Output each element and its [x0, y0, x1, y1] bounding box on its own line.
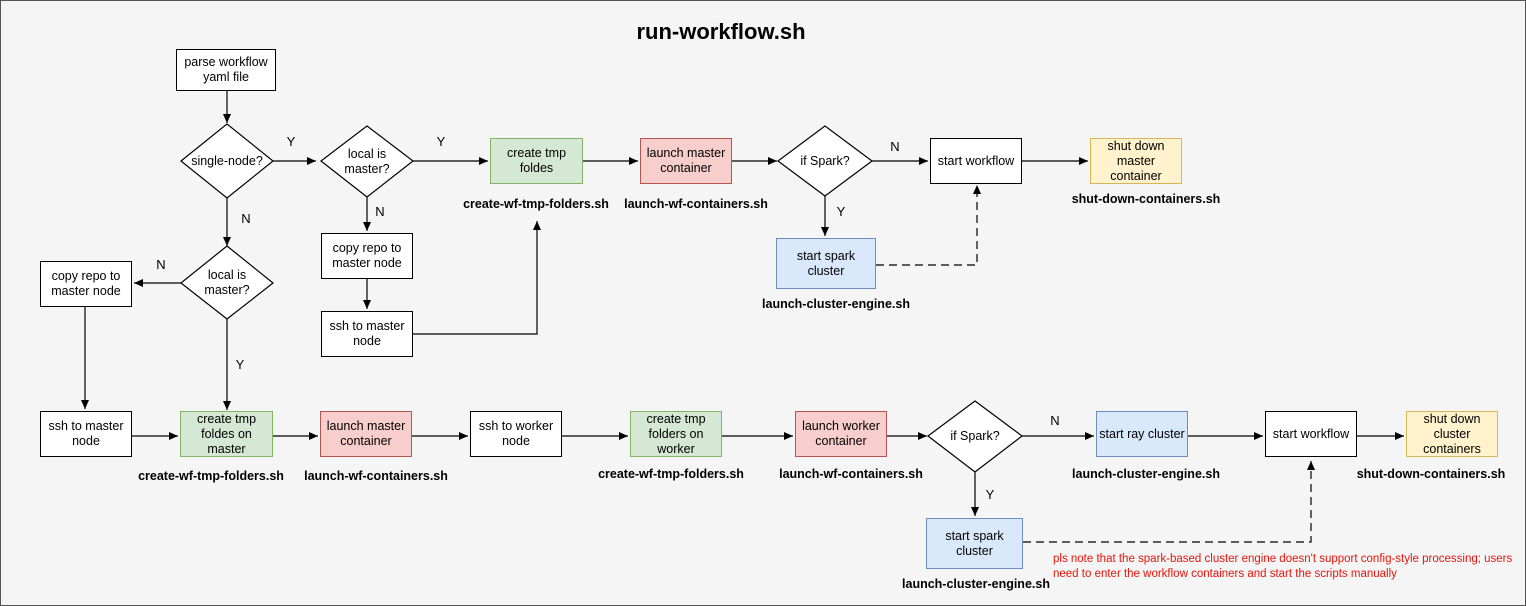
- edge-label-spark-top-y: Y: [836, 204, 846, 219]
- decision-single-node: [180, 123, 274, 199]
- caption-launch-worker: launch-wf-containers.sh: [779, 467, 923, 481]
- edge-label-local-left-n: N: [156, 257, 166, 272]
- if-spark-top-label: if Spark?: [800, 153, 850, 168]
- create-tmp-worker-box: create tmp folders on worker: [630, 411, 722, 457]
- edge-label-local-top-y: Y: [436, 134, 446, 149]
- ssh-master-bottom-box: ssh to master node: [40, 411, 132, 457]
- start-ray-box: start ray cluster: [1096, 411, 1188, 457]
- launch-worker-box: launch worker container: [795, 411, 887, 457]
- edge-label-single-y: Y: [286, 134, 296, 149]
- caption-create-tmp-worker: create-wf-tmp-folders.sh: [598, 467, 744, 481]
- caption-start-ray: launch-cluster-engine.sh: [1072, 467, 1220, 481]
- edge-startsparkbottom-to-startworkflow: [1023, 461, 1315, 543]
- edge-startspark-to-startworkflow: [876, 185, 981, 266]
- if-spark-bottom-label: if Spark?: [950, 428, 1000, 443]
- edge-label-spark-top-n: N: [890, 139, 900, 154]
- decision-local-master-left: [180, 245, 274, 320]
- edge-label-single-n: N: [241, 211, 251, 226]
- shut-down-cluster-box: shut down cluster containers: [1406, 411, 1498, 457]
- ssh-worker-box: ssh to worker node: [470, 411, 562, 457]
- spark-note: pls note that the spark-based cluster en…: [1053, 553, 1513, 580]
- edge-label-local-top-n: N: [375, 204, 385, 219]
- start-spark-bottom-box: start spark cluster: [926, 518, 1023, 569]
- ssh-master-mid-box: ssh to master node: [321, 311, 413, 357]
- copy-repo-left-box: copy repo to master node: [40, 261, 132, 307]
- start-workflow-top-box: start workflow: [930, 138, 1022, 184]
- edge-label-spark-bottom-y: Y: [985, 487, 995, 502]
- edge-ssh-to-createtmp: [413, 221, 541, 335]
- single-node-label: single-node?: [191, 153, 263, 168]
- caption-shut-down-bottom: shut-down-containers.sh: [1356, 467, 1506, 481]
- caption-start-spark-top: launch-cluster-engine.sh: [762, 297, 910, 311]
- decision-local-master-top: [320, 125, 414, 198]
- decision-if-spark-bottom: [927, 400, 1023, 473]
- local-master-top-label: local is master?: [344, 147, 390, 176]
- edge-label-local-left-y: Y: [235, 357, 245, 372]
- caption-launch-master-bottom: launch-wf-containers.sh: [304, 469, 448, 483]
- shut-down-master-box: shut down master container: [1090, 138, 1182, 184]
- launch-master-bottom-box: launch master container: [320, 411, 412, 457]
- edge-label-spark-bottom-n: N: [1050, 413, 1060, 428]
- local-master-left-label: local is master?: [204, 268, 250, 297]
- caption-create-tmp-top: create-wf-tmp-folders.sh: [463, 197, 609, 211]
- start-spark-top-box: start spark cluster: [776, 238, 876, 289]
- start-workflow-bottom-box: start workflow: [1265, 411, 1357, 457]
- create-tmp-master-box: create tmp foldes on master: [180, 411, 273, 457]
- caption-launch-master-top: launch-wf-containers.sh: [624, 197, 768, 211]
- caption-create-tmp-master: create-wf-tmp-folders.sh: [138, 469, 284, 483]
- copy-repo-mid-box: copy repo to master node: [321, 233, 413, 279]
- caption-shut-down-top: shut-down-containers.sh: [1071, 192, 1221, 206]
- parse-workflow-box: parse workflow yaml file: [176, 49, 276, 91]
- create-tmp-top-box: create tmp foldes: [490, 138, 583, 184]
- diagram-title: run-workflow.sh: [636, 19, 806, 44]
- caption-start-spark-bottom: launch-cluster-engine.sh: [902, 577, 1050, 591]
- launch-master-top-box: launch master container: [640, 138, 732, 184]
- decision-if-spark-top: [776, 125, 874, 197]
